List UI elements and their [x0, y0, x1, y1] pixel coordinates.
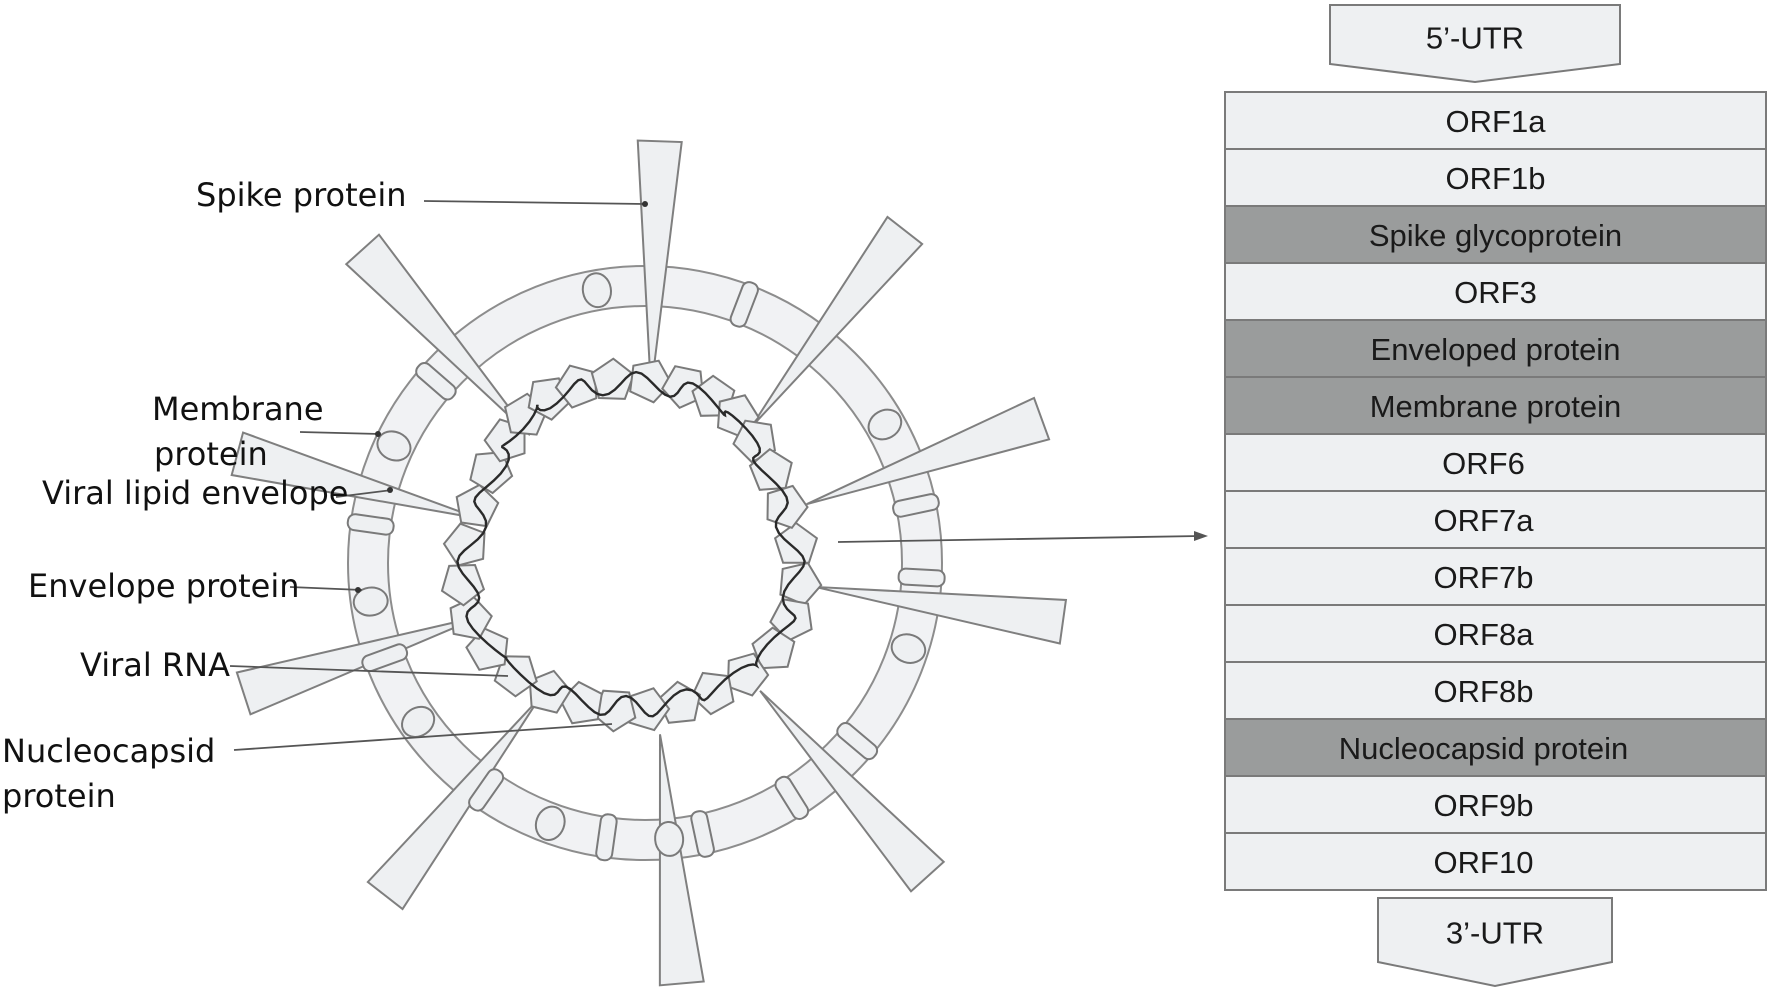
- genome-arrow-head: [1194, 531, 1208, 541]
- spike-protein: [638, 140, 682, 391]
- genome-segment-label: ORF9b: [1434, 788, 1534, 823]
- utr3-label: 3’-UTR: [1446, 916, 1544, 951]
- membrane-protein: [898, 568, 945, 586]
- genome-segment-label: ORF8b: [1434, 674, 1534, 709]
- label-envelope-protein: Envelope protein: [28, 567, 300, 605]
- nucleocapsid-protein: [444, 524, 485, 566]
- envelope-leader-dot: [387, 487, 393, 493]
- genome-segment-label: ORF6: [1442, 446, 1525, 481]
- genome-segment-label: ORF10: [1434, 845, 1534, 880]
- spike-protein: [660, 734, 704, 985]
- genome-segment-label: ORF7b: [1434, 560, 1534, 595]
- membrane-leader-dot: [375, 431, 381, 437]
- nucleocapsid-protein: [592, 359, 634, 399]
- label-spike-protein: Spike protein: [196, 176, 407, 214]
- utr5-label: 5’-UTR: [1426, 21, 1524, 56]
- genome-segment-label: ORF1a: [1446, 104, 1547, 139]
- spike-protein: [815, 587, 1066, 644]
- virion-illustration: [232, 140, 1066, 985]
- envelope-protein-leader-dot: [355, 587, 361, 593]
- genome-segment-label: Spike glycoprotein: [1369, 218, 1622, 253]
- genome-segment-label: ORF3: [1454, 275, 1537, 310]
- genome-segment-label: Membrane protein: [1370, 389, 1622, 424]
- genome-segment-label: ORF7a: [1434, 503, 1535, 538]
- nucleocapsid-protein: [775, 523, 817, 563]
- label-viral-rna: Viral RNA: [80, 646, 230, 684]
- genome-arrow-line: [838, 536, 1200, 542]
- label-nucleocapsid-protein: Nucleocapsid protein: [2, 732, 226, 815]
- spike-leader-dot: [642, 201, 648, 207]
- virion-labels: Spike protein Membrane protein Viral lip…: [2, 176, 407, 815]
- genome-segment-label: ORF1b: [1446, 161, 1546, 196]
- genome-segment-label: ORF8a: [1434, 617, 1535, 652]
- label-viral-lipid-envelope: Viral lipid envelope: [42, 474, 348, 512]
- genome-segment-label: Enveloped protein: [1371, 332, 1621, 367]
- membrane-leader-line: [300, 432, 380, 434]
- spike-leader-line: [424, 201, 645, 204]
- genome-segment-label: Nucleocapsid protein: [1339, 731, 1629, 766]
